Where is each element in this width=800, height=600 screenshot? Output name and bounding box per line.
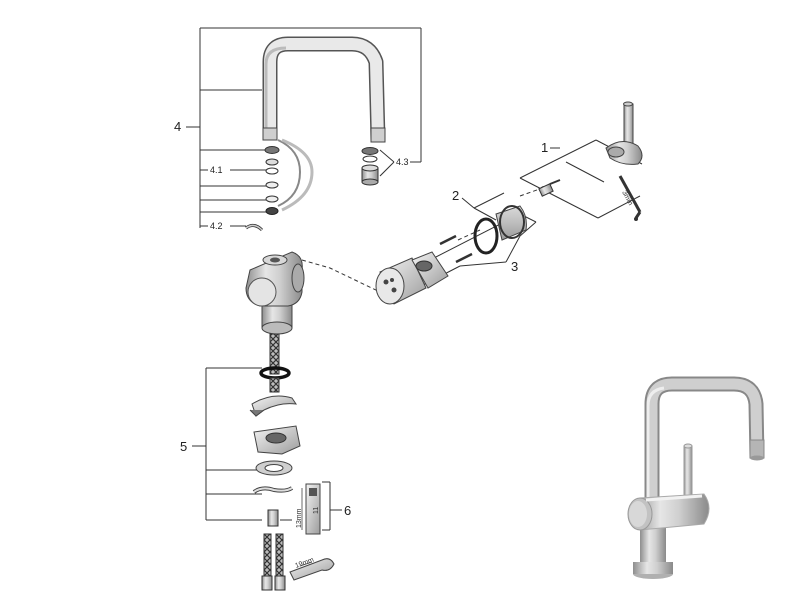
nut-size-13: 13mm xyxy=(296,508,303,528)
spout-seal-set xyxy=(264,138,314,215)
callout-4: 4 xyxy=(174,119,181,134)
nut-size-11: 11 xyxy=(313,507,320,514)
retaining-clip xyxy=(245,223,264,232)
callout-4-1: 4.1 xyxy=(210,165,223,175)
hex-key xyxy=(618,175,642,221)
spout xyxy=(262,36,386,143)
callout-labels: 4 4.1 4.2 4.3 5 6 1 2 3 xyxy=(174,119,548,518)
faucet-body xyxy=(245,251,305,335)
lever-handle xyxy=(538,101,643,197)
wrench-tool xyxy=(289,558,335,581)
callout-5: 5 xyxy=(180,439,187,454)
callout-1: 1 xyxy=(541,140,548,155)
cartridge-seal-set xyxy=(473,205,527,255)
cartridge xyxy=(375,234,473,305)
product-image xyxy=(627,376,765,579)
callout-4-2: 4.2 xyxy=(210,221,223,231)
callout-4-3: 4.3 xyxy=(396,157,409,167)
callout-2: 2 xyxy=(452,188,459,203)
aerator xyxy=(361,147,379,186)
mounting-tool xyxy=(301,483,321,535)
callout-3: 3 xyxy=(511,259,518,274)
callout-6: 6 xyxy=(344,503,351,518)
hex-key-size: 3mm xyxy=(620,190,634,207)
mounting-set xyxy=(249,333,301,591)
